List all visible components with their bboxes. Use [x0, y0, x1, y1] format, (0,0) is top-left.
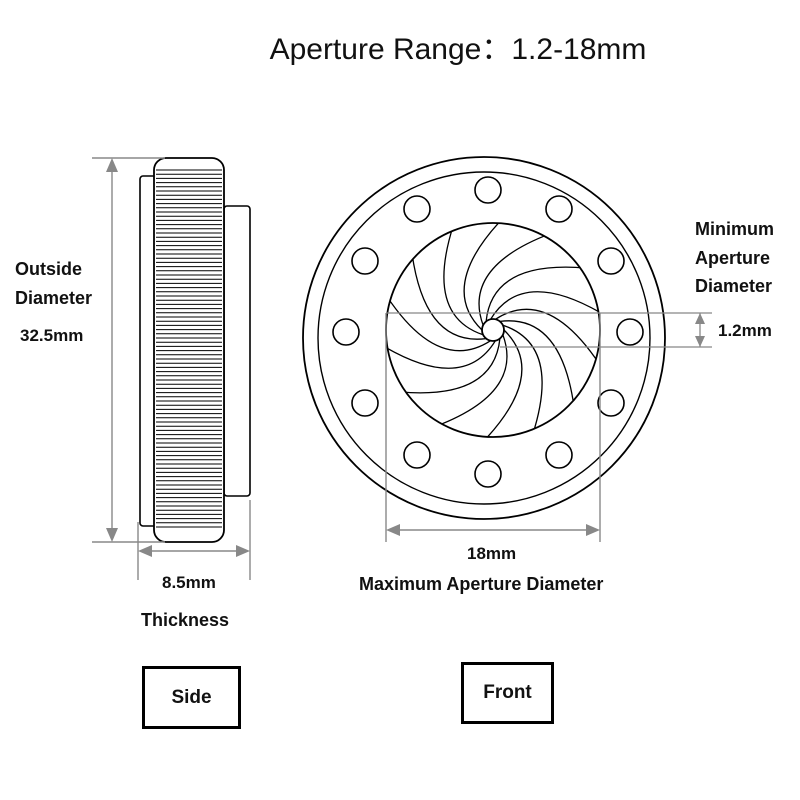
- mounting-hole: [597, 389, 625, 417]
- mounting-hole: [403, 441, 431, 469]
- iris-blade: [411, 252, 487, 340]
- side-front-ring: [223, 205, 251, 497]
- side-knurled-barrel: [153, 157, 225, 543]
- side-view-label-box: Side: [142, 666, 241, 729]
- iris-blade: [482, 329, 523, 437]
- min-aperture-label-line3: Diameter: [695, 276, 773, 296]
- knurl-lines: [156, 169, 222, 528]
- outside-diameter-value: 32.5mm: [20, 326, 84, 345]
- thickness-value: 8.5mm: [162, 573, 216, 592]
- iris-blade: [463, 223, 504, 331]
- min-aperture-dimension: [386, 312, 712, 348]
- iris-blade: [490, 291, 600, 320]
- mounting-holes: [332, 176, 644, 488]
- max-aperture-dimension: [385, 313, 601, 542]
- max-aperture-value: 18mm: [467, 544, 517, 563]
- front-outer-ring: [302, 156, 666, 520]
- mounting-hole: [332, 318, 360, 346]
- iris-center-opening: [481, 318, 505, 342]
- min-aperture-label-line1: Minimum: [695, 219, 774, 239]
- outside-diameter-dimension: [92, 157, 165, 543]
- mounting-hole: [545, 441, 573, 469]
- iris-blade: [499, 320, 575, 408]
- min-aperture-value: 1.2mm: [718, 321, 772, 340]
- mounting-hole: [474, 460, 502, 488]
- front-view-label-box: Front: [461, 662, 554, 724]
- iris-blade: [502, 324, 543, 435]
- mounting-hole: [545, 195, 573, 223]
- outside-diameter-label: Outside Diameter: [15, 258, 92, 309]
- thickness-label: Thickness: [141, 610, 230, 630]
- front-view-label: Front: [483, 682, 532, 703]
- mounting-hole: [597, 247, 625, 275]
- mounting-hole: [616, 318, 644, 346]
- mounting-hole: [351, 389, 379, 417]
- min-aperture-label: Minimum Aperture Diameter: [695, 218, 774, 298]
- iris-blade: [386, 340, 496, 369]
- mounting-hole: [403, 195, 431, 223]
- thickness-dimension: [137, 500, 251, 580]
- diagram-title: Aperture Range：1.2-18mm: [269, 33, 647, 66]
- side-view: [92, 157, 251, 580]
- outside-diameter-label-line2: Diameter: [15, 287, 93, 308]
- outside-diameter-label-line1: Outside: [15, 259, 83, 279]
- iris-blade: [485, 266, 587, 322]
- mounting-hole: [351, 247, 379, 275]
- iris-blade: [399, 338, 501, 394]
- front-inner-ring: [317, 171, 651, 505]
- mounting-hole: [474, 176, 502, 204]
- iris-blade: [443, 225, 484, 336]
- iris-blade: [386, 295, 491, 352]
- side-view-label: Side: [171, 686, 212, 708]
- front-view: [302, 156, 666, 520]
- max-aperture-label: Maximum Aperture Diameter: [359, 574, 604, 594]
- min-aperture-label-line2: Aperture: [695, 247, 771, 268]
